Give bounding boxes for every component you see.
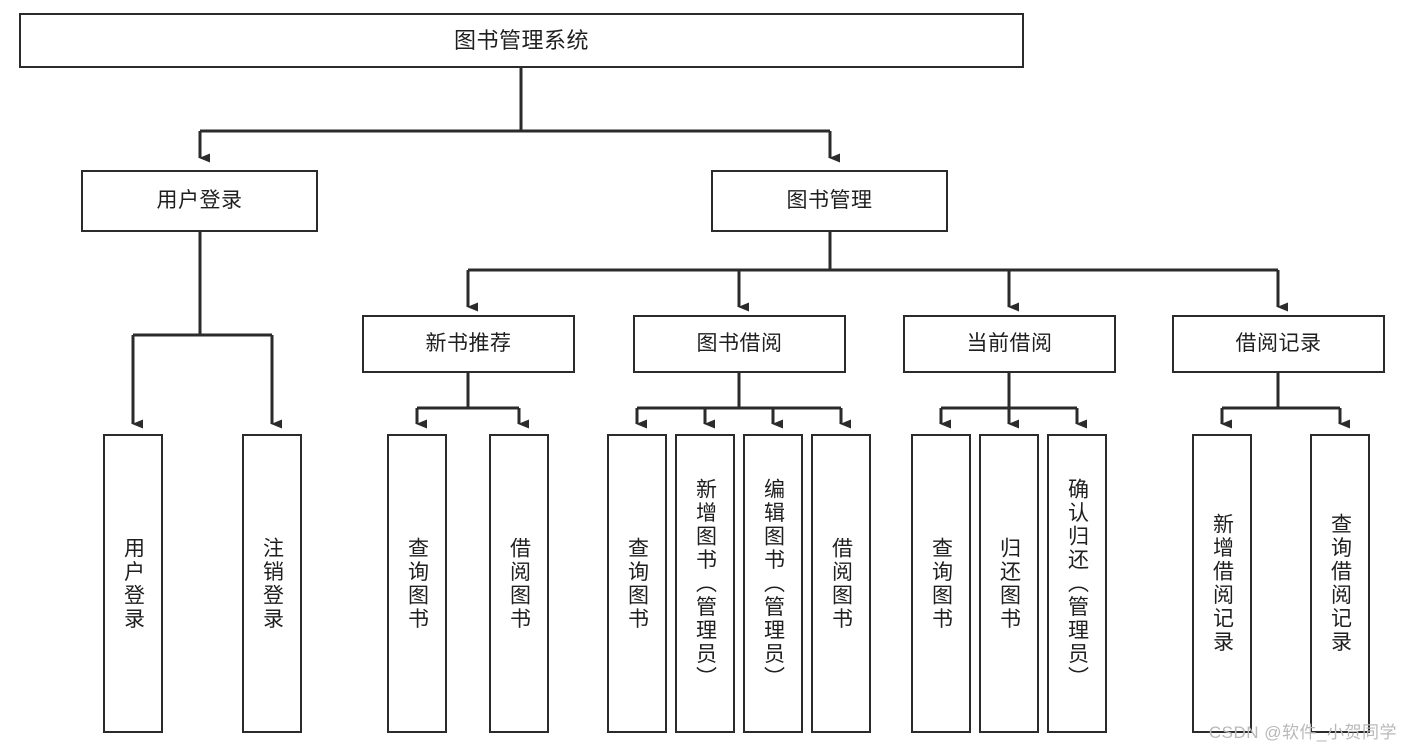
node-label: 查询图书 [625, 536, 649, 631]
node-label: 新增图书（管理员） [693, 477, 717, 690]
leaf-user-login[interactable]: 用户登录 [103, 434, 163, 733]
leaf-return-book[interactable]: 归还图书 [979, 434, 1039, 733]
node-label: 用户登录 [121, 536, 145, 631]
node-borrow-record[interactable]: 借阅记录 [1172, 315, 1385, 373]
node-label: 查询图书 [405, 536, 429, 631]
csdn-watermark: CSDN @软件_小贺同学 [1208, 723, 1397, 742]
node-label: 图书管理 [786, 188, 873, 212]
leaf-edit-book[interactable]: 编辑图书（管理员） [743, 434, 803, 733]
node-label: 借阅图书 [507, 536, 531, 631]
leaf-add-book[interactable]: 新增图书（管理员） [675, 434, 735, 733]
node-book-borrow[interactable]: 图书借阅 [633, 315, 846, 373]
node-label: 新增借阅记录 [1210, 513, 1234, 654]
leaf-borrow-book[interactable]: 借阅图书 [811, 434, 871, 733]
leaf-add-record[interactable]: 新增借阅记录 [1192, 434, 1252, 733]
node-label: 图书管理系统 [453, 27, 589, 53]
node-label: 查询图书 [929, 536, 953, 631]
node-label: 当前借阅 [966, 331, 1053, 355]
node-root-system[interactable]: 图书管理系统 [19, 13, 1024, 68]
leaf-logout[interactable]: 注销登录 [242, 434, 302, 733]
leaf-query-book-new[interactable]: 查询图书 [387, 434, 447, 733]
node-label: 借阅图书 [829, 536, 853, 631]
leaf-query-book-current[interactable]: 查询图书 [911, 434, 971, 733]
leaf-borrow-book-new[interactable]: 借阅图书 [489, 434, 549, 733]
node-label: 归还图书 [997, 536, 1021, 631]
node-label: 借阅记录 [1235, 331, 1322, 355]
leaf-confirm-return[interactable]: 确认归还（管理员） [1047, 434, 1107, 733]
node-label: 用户登录 [156, 188, 243, 212]
node-current-borrow[interactable]: 当前借阅 [903, 315, 1116, 373]
leaf-query-record[interactable]: 查询借阅记录 [1310, 434, 1370, 733]
node-label: 查询借阅记录 [1328, 513, 1352, 654]
leaf-query-book-borrow[interactable]: 查询图书 [607, 434, 667, 733]
node-label: 确认归还（管理员） [1065, 477, 1089, 690]
node-label: 编辑图书（管理员） [761, 477, 785, 690]
node-user-login[interactable]: 用户登录 [81, 170, 318, 232]
node-label: 新书推荐 [425, 331, 512, 355]
node-book-manage[interactable]: 图书管理 [711, 170, 948, 232]
node-label: 注销登录 [260, 536, 284, 631]
node-new-book-rec[interactable]: 新书推荐 [362, 315, 575, 373]
node-label: 图书借阅 [696, 331, 783, 355]
